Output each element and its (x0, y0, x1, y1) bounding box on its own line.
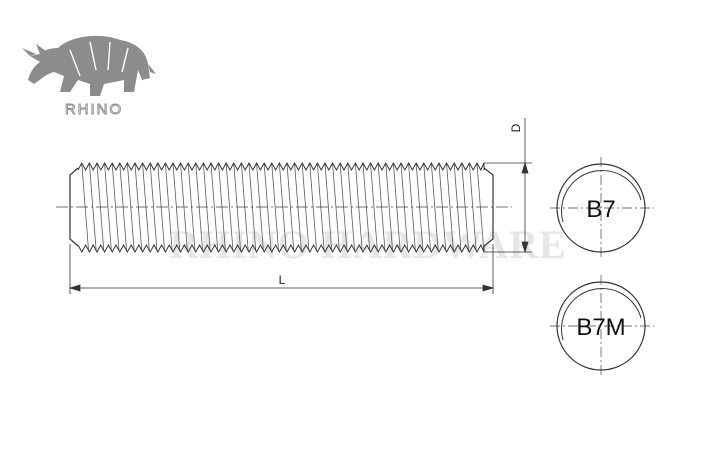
thread-line (89, 163, 97, 252)
thread-line (453, 163, 462, 252)
thread-line (149, 163, 158, 252)
thread-line (347, 163, 355, 252)
thread-line (385, 163, 393, 252)
thread-line (241, 163, 249, 252)
thread-crest-bottom (77, 243, 485, 254)
thread-crest-top (77, 161, 485, 172)
logo-text: RHINO (65, 101, 123, 118)
thread-line (301, 163, 310, 252)
thread-line (324, 163, 333, 252)
thread-line (180, 163, 188, 252)
thread-line (96, 163, 105, 252)
thread-line (165, 163, 173, 252)
rhino-icon-highlights (69, 41, 129, 77)
thread-line (339, 163, 348, 252)
rhino-icon (22, 35, 156, 96)
thread-line (157, 163, 165, 252)
thread-line (248, 163, 257, 252)
thread-line (195, 163, 203, 252)
end-view-b7m: B7M (550, 275, 654, 377)
thread-line (415, 163, 424, 252)
thread-line (400, 163, 409, 252)
thread-line (309, 163, 317, 252)
thread-line (469, 163, 477, 252)
thread-line (355, 163, 363, 252)
thread-line (111, 163, 120, 252)
thread-line (225, 163, 234, 252)
thread-line (119, 163, 127, 252)
grade-mark-b7m: B7M (576, 314, 625, 341)
thread-line (279, 163, 287, 252)
thread-line (294, 163, 302, 252)
thread-line (408, 163, 416, 252)
thread-line (233, 163, 241, 252)
rhino-logo: RHINO (22, 35, 156, 118)
thread-lines (81, 163, 485, 252)
diameter-arrow-bottom (521, 241, 529, 254)
stud-left-end (69, 167, 79, 247)
thread-line (377, 163, 386, 252)
thread-line (317, 163, 325, 252)
diameter-label: D (509, 123, 523, 132)
thread-line (446, 163, 454, 252)
diameter-arrow-top (521, 161, 529, 174)
thread-line (370, 163, 378, 252)
thread-line (142, 163, 150, 252)
thread-line (210, 163, 219, 252)
thread-line (104, 163, 112, 252)
b7-thread-arc (560, 169, 642, 223)
length-arrow-right (482, 284, 495, 292)
thread-line (81, 163, 89, 252)
thread-line (393, 163, 401, 252)
thread-line (431, 163, 439, 252)
thread-line (256, 163, 264, 252)
end-view-b7: B7 (550, 157, 654, 259)
thread-line (271, 163, 279, 252)
watermark-text: RHINO HARDWARE (169, 222, 566, 267)
thread-line (423, 163, 431, 252)
thread-line (438, 163, 447, 252)
length-label: L (279, 273, 286, 287)
thread-line (203, 163, 211, 252)
thread-line (187, 163, 196, 252)
threaded-stud (56, 161, 512, 254)
length-arrow-left (68, 284, 81, 292)
thread-line (332, 163, 340, 252)
thread-line (172, 163, 181, 252)
thread-line (362, 163, 371, 252)
thread-line (461, 163, 469, 252)
b7m-thread-arc (560, 287, 642, 341)
thread-line (286, 163, 295, 252)
thread-line (127, 163, 135, 252)
thread-line (218, 163, 226, 252)
grade-mark-b7: B7 (586, 196, 615, 223)
diameter-dimension (484, 118, 532, 254)
thread-line (263, 163, 272, 252)
thread-line (134, 163, 143, 252)
thread-line (476, 163, 485, 252)
